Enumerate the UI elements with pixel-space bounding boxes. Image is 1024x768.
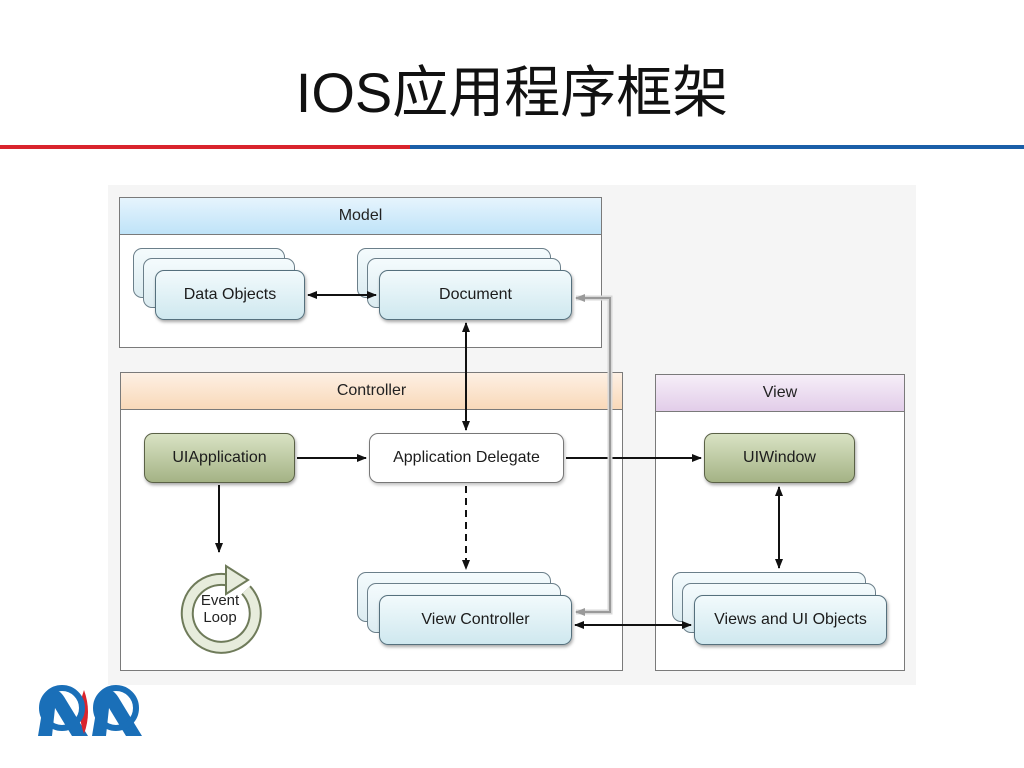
controller-group-header: Controller — [121, 373, 622, 410]
data-objects-node: Data Objects — [155, 270, 305, 320]
application-delegate-node: Application Delegate — [369, 433, 564, 483]
title-divider-right — [410, 145, 1024, 149]
logo-icon — [38, 685, 142, 736]
event-loop-label-line2: Loop — [203, 609, 237, 626]
event-loop-label: Event Loop — [176, 592, 264, 626]
slide-title: IOS应用程序框架 — [295, 61, 729, 124]
title-divider-left — [0, 145, 410, 149]
event-loop-label-line1: Event — [200, 592, 240, 609]
ui-window-node: UIWindow — [704, 433, 855, 483]
document-node: Document — [379, 270, 572, 320]
event-loop-icon — [180, 564, 262, 654]
view-controller-node: View Controller — [379, 595, 572, 645]
views-and-ui-objects-node: Views and UI Objects — [694, 595, 887, 645]
ui-application-node: UIApplication — [144, 433, 295, 483]
view-group-header: View — [656, 375, 904, 412]
model-group-header: Model — [120, 198, 601, 235]
document-view-controller-gray-connector — [576, 295, 613, 615]
